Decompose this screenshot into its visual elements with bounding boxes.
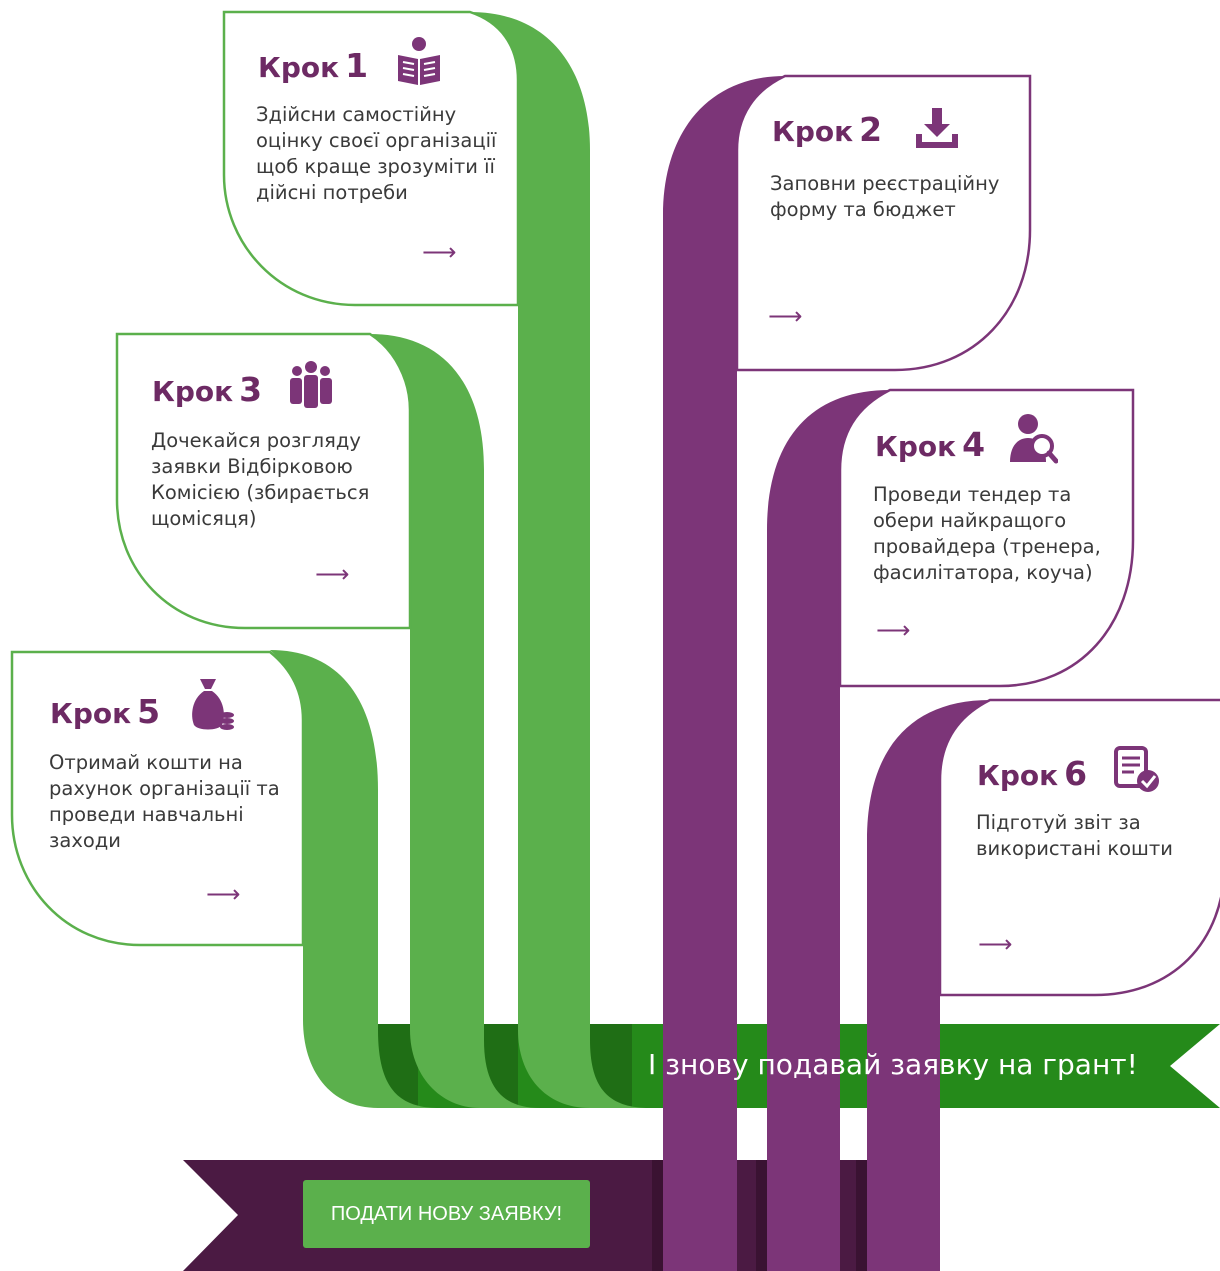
step-6-number: 6 [1064, 754, 1088, 793]
step-6-text: Підготуй звіт за використані кошти [976, 811, 1173, 860]
card-outline-3 [115, 332, 412, 630]
step-4-word: Крок [875, 430, 957, 463]
step-1-number: 1 [345, 46, 369, 85]
card-outline-1 [222, 10, 520, 307]
group-icon [290, 361, 332, 408]
step-1-word: Крок [258, 51, 340, 84]
step-4-number: 4 [962, 425, 986, 464]
step-4-text: Проведи тендер та обери найкращого прова… [873, 483, 1101, 584]
purple-ribbon-2 [663, 76, 785, 1271]
green-ribbon-5 [270, 650, 440, 1108]
step-5-text: Отримай кошти на рахунок організації та … [49, 751, 280, 852]
book-reader-icon [398, 37, 440, 85]
money-bag-icon [192, 679, 234, 730]
submit-new-application-button[interactable]: ПОДАТИ НОВУ ЗАЯВКУ! [303, 1180, 590, 1248]
step-2-word: Крок [772, 115, 854, 148]
step-4-arrow-link[interactable]: ⟶ [876, 616, 911, 644]
report-check-icon [1114, 746, 1159, 792]
step-5-word: Крок [50, 697, 132, 730]
step-1-arrow-link[interactable]: ⟶ [422, 238, 457, 266]
step-2-text: Заповни реєстраційну форму та бюджет [770, 172, 1000, 221]
purple-ribbon-4 [767, 390, 890, 1271]
step-5-arrow-link[interactable]: ⟶ [206, 880, 241, 908]
green-ribbon-1 [470, 12, 650, 1108]
banner-text: І знову подавай заявку на грант! [648, 1048, 1138, 1081]
download-icon [916, 108, 958, 148]
person-search-icon [1010, 414, 1058, 464]
step-3-text: Дочекайся розгляду заявки Відбірковою Ко… [151, 429, 370, 530]
purple-ribbon-6 [867, 700, 990, 1271]
step-2-arrow-link[interactable]: ⟶ [768, 302, 803, 330]
card-outline-2 [735, 74, 1032, 372]
step-6-word: Крок [977, 759, 1059, 792]
step-2-number: 2 [859, 110, 883, 149]
step-1-text: Здійсни самостійну оцінку своєї організа… [256, 103, 497, 204]
step-3-word: Крок [152, 375, 234, 408]
step-3-arrow-link[interactable]: ⟶ [315, 560, 350, 588]
green-ribbon-3 [370, 334, 540, 1108]
step-5-number: 5 [137, 692, 161, 731]
step-6-arrow-link[interactable]: ⟶ [978, 930, 1013, 958]
step-3-number: 3 [239, 370, 263, 409]
card-outline-4 [838, 388, 1135, 688]
